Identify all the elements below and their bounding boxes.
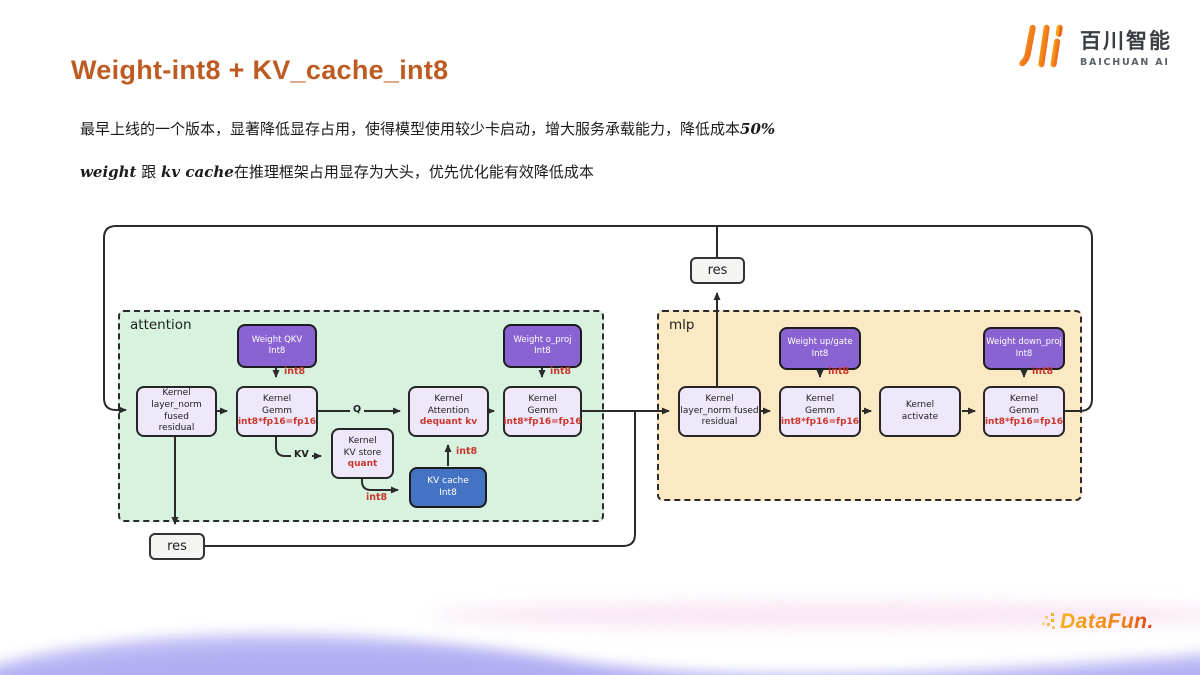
label-int8-downproj: int8 bbox=[1032, 366, 1054, 377]
intro-line-2-text2: 在推理框架占用显存为大头，优先优化能有效降低成本 bbox=[233, 163, 594, 181]
node-text-line: layer_norm fused bbox=[151, 399, 202, 422]
node-text-line: Kernel bbox=[348, 435, 377, 446]
brand-name-cn: 百川智能 bbox=[1080, 28, 1172, 53]
baichuan-logo-icon bbox=[1019, 24, 1063, 68]
intro-line-2-em2: kv cache bbox=[161, 163, 234, 181]
intro-line-1-em: 50% bbox=[740, 120, 776, 138]
node-text-line: Attention bbox=[427, 405, 470, 416]
node-text-line: KV cache bbox=[427, 475, 469, 486]
intro-line-2: weight 跟 kv cache在推理框架占用显存为大头，优先优化能有效降低成… bbox=[80, 161, 594, 182]
node-weight-downproj: Weight down_proj Int8 bbox=[983, 327, 1065, 370]
node-text-line: Gemm bbox=[261, 405, 293, 416]
datafun-logo: DataFun. bbox=[1042, 610, 1154, 634]
node-kv-store: Kernel KV store quant bbox=[331, 428, 394, 479]
node-text-line: Int8 bbox=[268, 346, 286, 356]
node-text-line: Kernel bbox=[1009, 393, 1039, 404]
block-label-mlp: mlp bbox=[669, 317, 695, 333]
node-text-line: Kernel bbox=[262, 393, 292, 404]
node-gemm-qkv: Kernel Gemm int8*fp16=fp16 bbox=[236, 386, 318, 437]
node-text-line: dequant kv bbox=[419, 417, 478, 428]
label-int8-kvcache: int8 bbox=[456, 446, 478, 457]
node-text-line: quant bbox=[347, 459, 378, 470]
label-kv: KV bbox=[291, 449, 312, 460]
node-text-line: Int8 bbox=[534, 346, 551, 356]
node-kv-cache: KV cache Int8 bbox=[409, 467, 487, 508]
datafun-dots-icon bbox=[1042, 613, 1055, 629]
node-layer-norm-attention: Kernel layer_norm fused residual bbox=[136, 386, 217, 437]
node-text-line: Kernel bbox=[805, 393, 835, 404]
node-weight-upgate: Weight up/gate Int8 bbox=[779, 327, 861, 370]
label-q: Q bbox=[350, 404, 365, 415]
node-text-line: Weight down_proj bbox=[986, 337, 1062, 348]
brand-name-en: BAICHUAN AI bbox=[1080, 56, 1170, 68]
node-text-line: Kernel bbox=[434, 393, 463, 404]
intro-line-2-em1: weight bbox=[80, 163, 137, 181]
node-text-line: Gemm bbox=[527, 405, 558, 416]
node-kernel-activate: Kernel activate bbox=[879, 386, 961, 437]
node-text-line: Int8 bbox=[439, 487, 457, 498]
node-text-line: Kernel bbox=[162, 388, 191, 399]
node-gemm-upgate: Kernel Gemm int8*fp16=fp16 bbox=[779, 386, 861, 437]
node-text-line: Int8 bbox=[1015, 348, 1033, 359]
node-text-line: Weight up/gate bbox=[787, 337, 853, 348]
node-weight-oproj: Weight o_proj Int8 bbox=[503, 324, 582, 368]
datafun-wordmark: DataFun. bbox=[1060, 610, 1154, 633]
baichuan-logo: 百川智能 BAICHUAN AI bbox=[1018, 22, 1172, 70]
intro-line-1: 最早上线的一个版本，显著降低显存占用，使得模型使用较少卡启动，增大服务承载能力，… bbox=[80, 118, 775, 139]
footer-swoosh bbox=[0, 603, 1200, 675]
intro-line-2-text1: 跟 bbox=[136, 163, 162, 181]
node-weight-qkv: Weight QKV Int8 bbox=[237, 324, 317, 368]
node-text-line: Int8 bbox=[811, 348, 829, 359]
node-layer-norm-mlp: Kernel layer_norm fused residual bbox=[678, 386, 761, 437]
node-text-line: KV store bbox=[343, 447, 382, 458]
node-text-line: int8*fp16=fp16 bbox=[780, 417, 860, 428]
node-text-line: Kernel bbox=[905, 399, 935, 410]
node-text-line: residual bbox=[158, 423, 195, 434]
node-text-line: Weight o_proj bbox=[513, 334, 572, 345]
node-text-line: Kernel bbox=[528, 393, 557, 404]
node-text-line: int8*fp16=fp16 bbox=[237, 417, 317, 428]
page-title: Weight-int8 + KV_cache_int8 bbox=[71, 55, 449, 85]
intro-line-1-text: 最早上线的一个版本，显著降低显存占用，使得模型使用较少卡启动，增大服务承载能力，… bbox=[80, 120, 741, 138]
node-text-line: int8*fp16=fp16 bbox=[503, 417, 582, 428]
node-text-line: int8*fp16=fp16 bbox=[984, 417, 1064, 428]
node-text-line: activate bbox=[901, 411, 939, 422]
node-gemm-oproj: Kernel Gemm int8*fp16=fp16 bbox=[503, 386, 582, 437]
label-int8-oproj: int8 bbox=[550, 366, 572, 377]
node-text-line: Weight QKV bbox=[251, 334, 303, 345]
label-int8-kvstore: int8 bbox=[366, 492, 388, 503]
res-box-bottom: res bbox=[149, 533, 205, 560]
node-kernel-attention: Kernel Attention dequant kv bbox=[408, 386, 489, 437]
block-label-attention: attention bbox=[130, 317, 192, 333]
node-text-line: Gemm bbox=[804, 405, 836, 416]
label-int8-upgate: int8 bbox=[828, 366, 850, 377]
node-text-line: Kernel bbox=[705, 393, 734, 404]
node-gemm-downproj: Kernel Gemm int8*fp16=fp16 bbox=[983, 386, 1065, 437]
node-text-line: residual bbox=[701, 417, 738, 428]
node-text-line: layer_norm fused bbox=[680, 405, 759, 416]
label-int8-qkv: int8 bbox=[284, 366, 306, 377]
node-text-line: Gemm bbox=[1008, 405, 1040, 416]
res-box-top: res bbox=[690, 257, 745, 284]
